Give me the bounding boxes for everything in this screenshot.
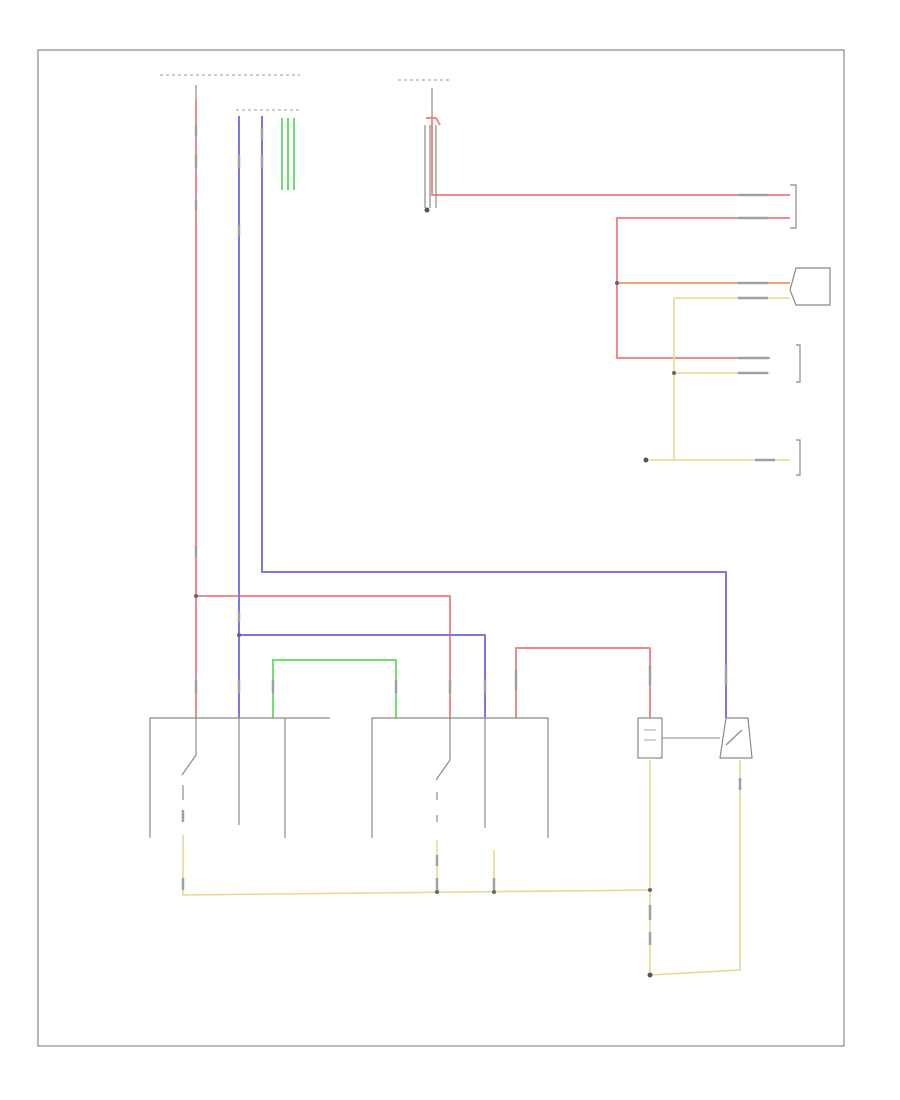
wire-red-branch (616, 217, 790, 359)
blue-wires (238, 116, 727, 718)
ground-point-icon (424, 207, 430, 213)
gray-wires (424, 125, 437, 208)
ground-cargo-icon (643, 457, 649, 463)
wire-red-fuse-link (426, 117, 441, 126)
wire-red-to-right-module (196, 595, 451, 718)
connector-top-right (790, 184, 797, 229)
control-switch (719, 717, 753, 759)
left-trunk-light-connector (796, 344, 801, 383)
wire-blue-to-switch (261, 116, 727, 718)
wire-red-top-right (431, 118, 790, 196)
wire-blue-to-right-module (239, 634, 486, 718)
diagram-frame (37, 49, 845, 1047)
wire-green-between-modules (272, 659, 397, 718)
ground-bottom-icon (647, 972, 653, 978)
wire-markers (181, 125, 775, 945)
green-wires (272, 118, 397, 718)
wire-red-to-lamp (515, 647, 651, 718)
red-wires (195, 100, 790, 718)
wire-yellow-tail (673, 298, 790, 461)
right-connectors (789, 184, 831, 476)
lamp-assembly (637, 717, 720, 759)
wire-yellow-switch-ground (649, 760, 741, 976)
right-door-module (371, 717, 549, 838)
left-door-module (149, 717, 330, 838)
yellow-wires (182, 297, 790, 976)
control-switch-icon (725, 729, 743, 746)
junction-dots (194, 281, 676, 894)
right-trunk-light-box (789, 267, 831, 306)
left-module-switch-icon (181, 754, 197, 776)
tail-light-connector (796, 439, 801, 476)
right-module-switch-icon (435, 759, 451, 781)
wire-yellow-ground-bus (182, 835, 651, 896)
